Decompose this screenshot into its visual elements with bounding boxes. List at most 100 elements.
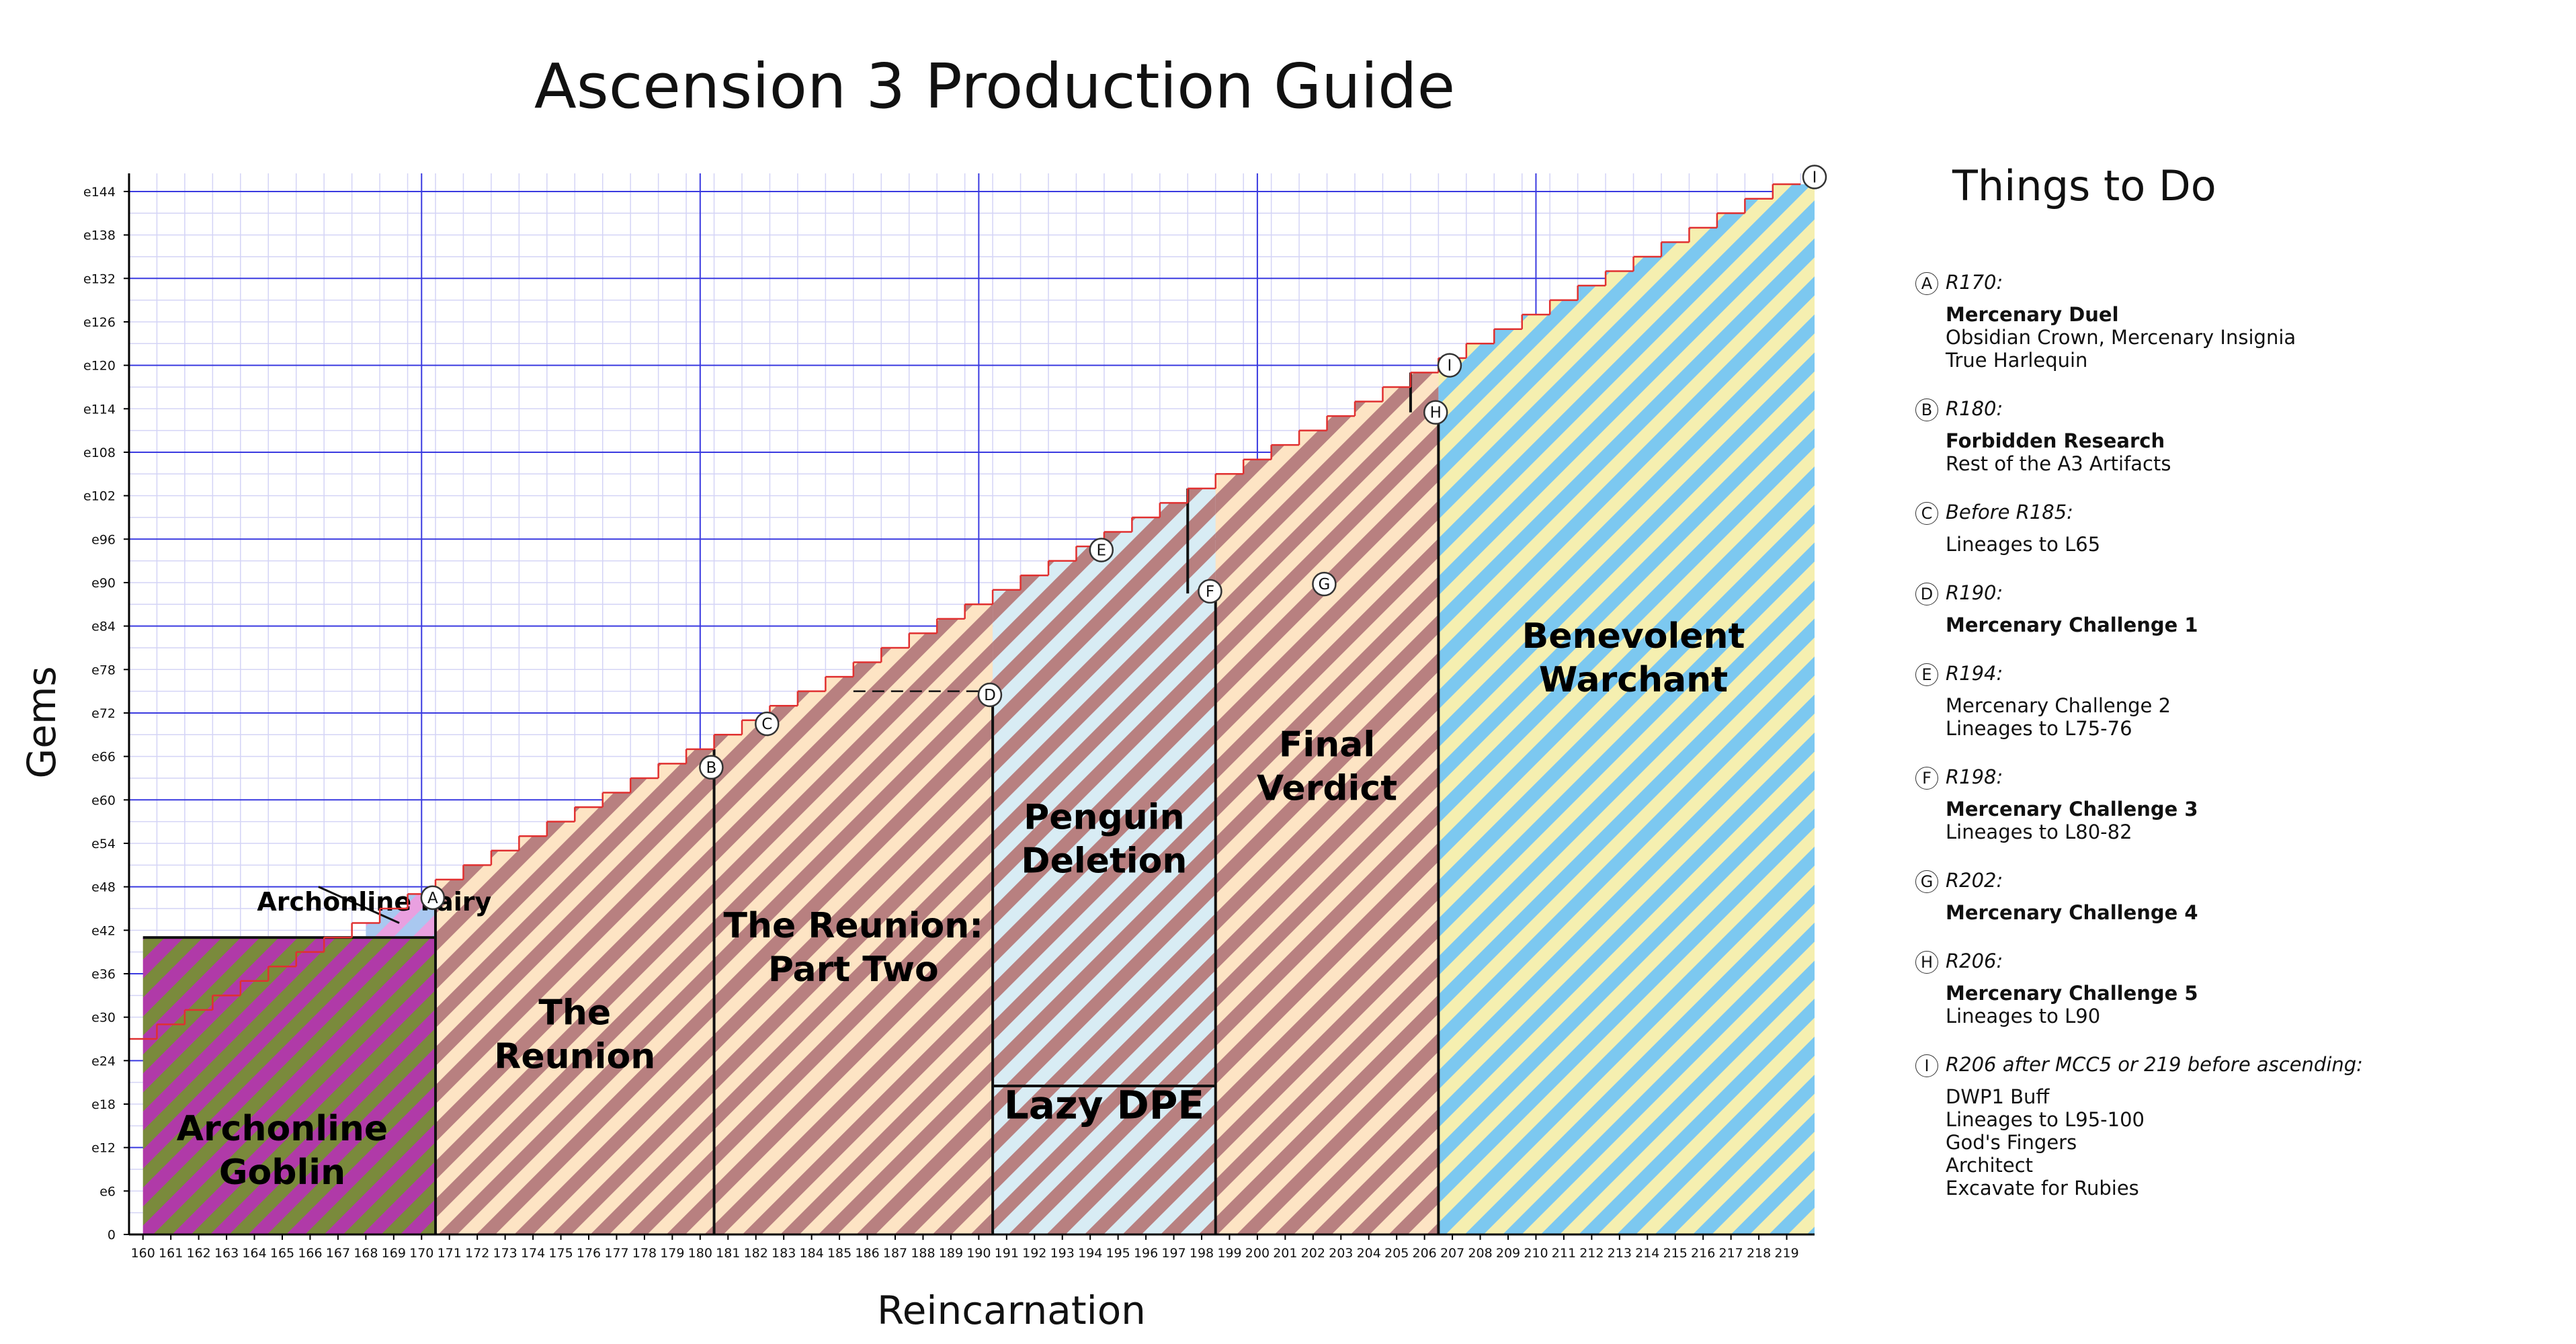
y-tick-label: e36 [91, 967, 116, 982]
marker-circle [1437, 353, 1462, 378]
x-tick-label: 196 [1134, 1246, 1158, 1261]
marker-c: C [755, 711, 780, 737]
x-tick-label: 195 [1106, 1246, 1130, 1261]
y-tick-label: e114 [83, 402, 116, 417]
region-area [993, 488, 1216, 1086]
marker-circle [1423, 400, 1448, 425]
marker-circle [699, 755, 724, 780]
x-tick-label: 193 [1050, 1246, 1075, 1261]
todo-line: DWP1 Buff [1946, 1085, 2050, 1108]
region-label-line: The Reunion: [724, 906, 984, 946]
region-area [714, 604, 993, 1234]
todo-when: R198: [1946, 765, 2003, 788]
x-tick-label: 186 [855, 1246, 879, 1261]
todo-badge: I [1915, 1054, 1938, 1077]
y-tick-label: e84 [91, 620, 116, 634]
todo-line: Excavate for Rubies [1946, 1177, 2139, 1200]
x-tick-label: 174 [521, 1246, 545, 1261]
region-label-line: Archonline [177, 1109, 388, 1149]
y-tick-label: e72 [91, 706, 116, 721]
todo-badge: F [1915, 767, 1938, 790]
x-tick-label: 219 [1774, 1246, 1798, 1261]
marker-letter: C [761, 716, 772, 733]
todo-line: Lineages to L80-82 [1946, 821, 2132, 843]
x-tick-label: 204 [1357, 1246, 1381, 1261]
y-tick-label: e42 [91, 923, 116, 938]
x-tick-label: 172 [465, 1246, 489, 1261]
region-area [142, 937, 435, 1234]
marker-circle [1802, 165, 1827, 190]
todo-line: Lineages to L65 [1946, 533, 2101, 556]
x-tick-label: 173 [493, 1246, 517, 1261]
todo-badge: C [1915, 502, 1938, 525]
marker-g: G [1312, 571, 1337, 597]
todo-badge: D [1915, 583, 1938, 605]
marker-letter: B [706, 759, 717, 777]
gem-steps [129, 183, 1801, 1040]
region-label-line: Warchant [1539, 660, 1728, 700]
marker-letter: E [1096, 542, 1106, 559]
y-tick-label: e126 [83, 315, 116, 330]
region-label: Lazy DPE [1004, 1083, 1204, 1128]
x-tick-label: 217 [1719, 1246, 1743, 1261]
y-tick-label: e138 [83, 228, 116, 243]
y-tick-label: e30 [91, 1011, 116, 1025]
x-tick-label: 215 [1663, 1246, 1688, 1261]
y-tick-label: e60 [91, 793, 116, 808]
x-tick-label: 208 [1468, 1246, 1492, 1261]
region-label-line: Part Two [768, 950, 939, 990]
x-tick-label: 200 [1245, 1246, 1270, 1261]
x-tick-label: 194 [1078, 1246, 1102, 1261]
marker-circle [1198, 579, 1222, 604]
region-label-line: Deletion [1021, 841, 1187, 881]
todo-when: R202: [1946, 869, 2003, 892]
region-area [1215, 372, 1439, 1234]
y-tick-label: e24 [91, 1054, 116, 1068]
marker-h: H [1423, 400, 1448, 425]
x-tick-label: 202 [1301, 1246, 1325, 1261]
region-label-line: Benevolent [1522, 616, 1745, 657]
x-tick-label: 205 [1384, 1246, 1409, 1261]
marker-f: F [1198, 579, 1222, 604]
y-tick-label: e54 [91, 837, 116, 851]
todo-line: Forbidden Research [1946, 429, 2165, 452]
y-tick-label: e144 [83, 185, 116, 200]
y-tick-label: e132 [83, 271, 116, 286]
x-tick-label: 162 [187, 1246, 211, 1261]
todo-line: Mercenary Challenge 1 [1946, 614, 2198, 636]
marker-letter: I [1448, 358, 1452, 375]
todo-line: Obsidian Crown, Mercenary Insignia [1946, 326, 2296, 349]
y-tick-label: e12 [91, 1141, 116, 1156]
marker-i: I [1802, 165, 1827, 190]
region-label-line: Penguin [1024, 797, 1184, 837]
x-tick-label: 190 [966, 1246, 991, 1261]
marker-letter: F [1206, 583, 1214, 601]
todo-line: Lineages to L75-76 [1946, 717, 2132, 740]
x-tick-label: 210 [1524, 1246, 1548, 1261]
x-tick-label: 176 [577, 1246, 601, 1261]
y-tick-label: e48 [91, 880, 116, 895]
region-area [993, 1086, 1216, 1234]
todo-line: Mercenary Challenge 2 [1946, 694, 2171, 717]
region-label-line: Goblin [219, 1152, 345, 1193]
y-tick-label: e6 [99, 1184, 116, 1199]
region-label-line: Verdict [1257, 769, 1397, 809]
region-label: The Reunion:Part Two [724, 906, 984, 990]
x-axis-label: Reincarnation [877, 1288, 1146, 1333]
marker-circle [1089, 538, 1114, 562]
x-tick-label: 192 [1022, 1246, 1046, 1261]
x-tick-label: 216 [1691, 1246, 1715, 1261]
todo-badge: E [1915, 663, 1938, 686]
todo-when: R194: [1946, 662, 2003, 685]
todo-line: Architect [1946, 1154, 2034, 1177]
todo-line: Lineages to L90 [1946, 1005, 2101, 1027]
x-tick-label: 168 [354, 1246, 378, 1261]
x-tick-label: 209 [1496, 1246, 1520, 1261]
todo-line: Mercenary Challenge 5 [1946, 982, 2198, 1005]
x-tick-label: 180 [688, 1246, 712, 1261]
